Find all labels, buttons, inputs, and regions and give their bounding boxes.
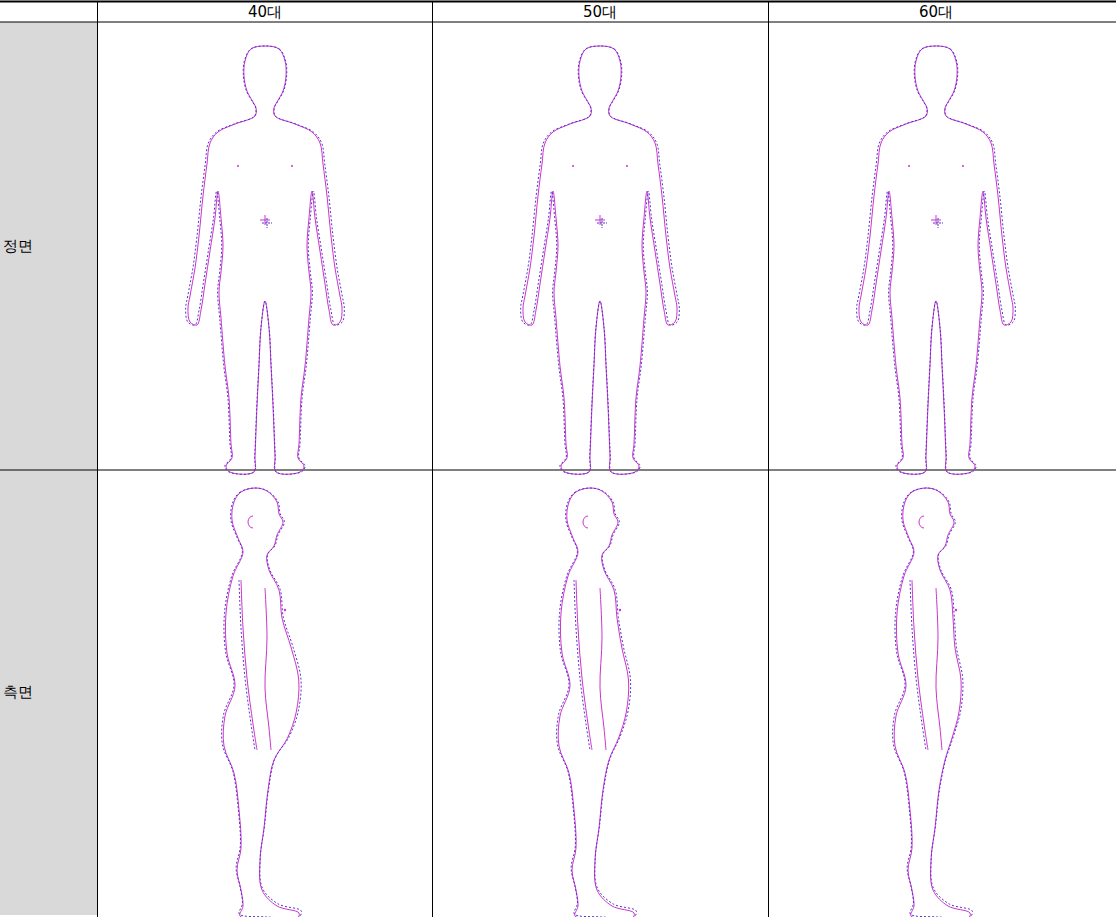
column-header: 40대 [248, 3, 282, 22]
side-silhouette [557, 488, 637, 917]
front-silhouette [857, 46, 1016, 474]
column-header: 50대 [583, 3, 617, 22]
side-silhouette [893, 488, 973, 917]
row-header: 정면 [3, 237, 33, 256]
front-silhouette [186, 46, 345, 474]
row-header: 측면 [3, 683, 33, 702]
front-silhouette [521, 46, 680, 474]
side-silhouette [222, 488, 302, 917]
column-header: 60대 [919, 3, 953, 22]
label-column [0, 22, 97, 915]
